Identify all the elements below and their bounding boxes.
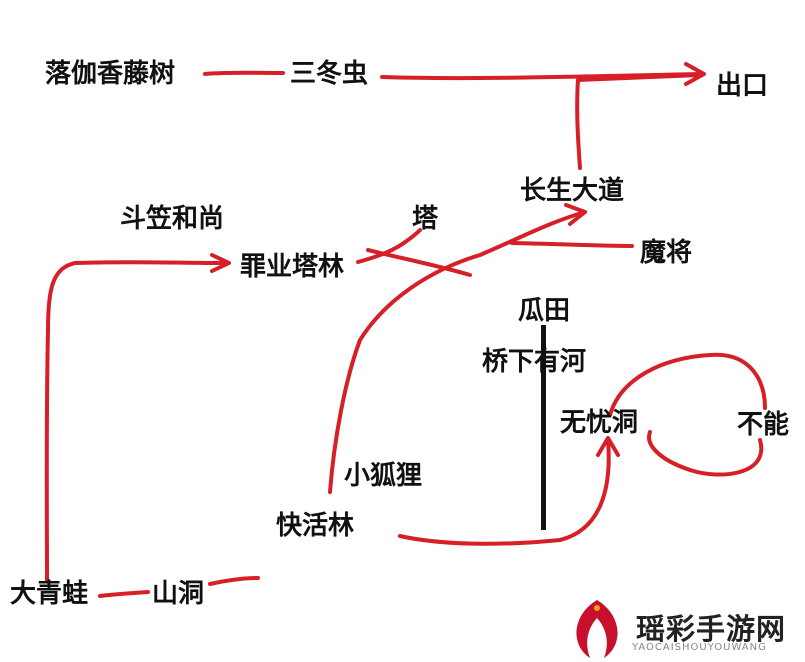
node-qiaoxia: 桥下有河 — [482, 347, 587, 377]
node-changsheng: 长生大道 — [520, 176, 625, 206]
edge-kuaihuo-wuyou — [398, 438, 611, 546]
node-shandong: 山洞 — [152, 579, 205, 609]
edge-shandong-tail — [208, 576, 260, 586]
arrow-zuiye-head — [210, 253, 231, 273]
flame-logo-icon — [576, 600, 618, 658]
edge-zuiye-cross — [366, 248, 472, 277]
node-mojiang: 魔将 — [640, 238, 693, 268]
arrow-changsheng-head — [564, 203, 587, 226]
arrow-wuyou-head — [596, 436, 620, 457]
edge-qingwa-shandong — [98, 590, 150, 598]
bridge-river-bar — [541, 325, 546, 530]
edge-changsheng-chukou — [575, 73, 702, 170]
node-daqingwa: 大青蛙 — [10, 579, 89, 609]
arrow-chukou-head — [684, 62, 706, 86]
node-chukou: 出口 — [716, 71, 769, 101]
edge-qingwa-up — [44, 260, 228, 582]
edge-huli-changsheng — [328, 210, 587, 494]
node-wuyou: 无忧洞 — [560, 408, 639, 438]
edge-luojia-sandong — [203, 70, 285, 76]
node-guatian: 瓜田 — [518, 296, 571, 326]
node-luojia: 落伽香藤树 — [45, 59, 176, 89]
node-buneng: 不能 — [737, 410, 790, 440]
node-xiaohuli: 小狐狸 — [344, 461, 423, 491]
route-paths — [44, 62, 767, 598]
node-sandong: 三冬虫 — [290, 59, 369, 89]
node-douli: 斗笠和尚 — [120, 204, 225, 234]
edge-mojiang — [510, 241, 634, 248]
node-ta: 塔 — [412, 204, 439, 234]
node-zuiye: 罪业塔林 — [240, 252, 345, 282]
watermark-subtext: YAOCAISHOUYOUWANG — [632, 642, 767, 653]
edge-wuyou-loop — [608, 352, 767, 477]
node-kuaihuo: 快活林 — [276, 511, 355, 541]
edge-zuiye-ta — [356, 228, 422, 264]
watermark-text: 瑶彩手游网 — [636, 612, 787, 646]
